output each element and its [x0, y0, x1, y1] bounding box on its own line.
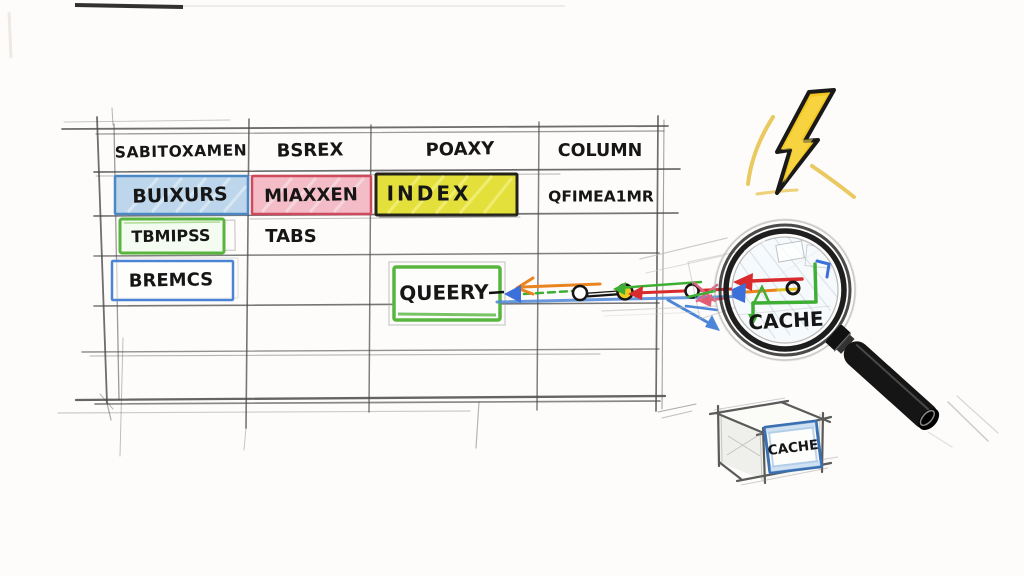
header-cell-3: POAXY [425, 138, 495, 161]
red-arrowhead [628, 286, 643, 300]
glass-red-arrowhead [733, 273, 753, 291]
handle-grip [843, 341, 939, 429]
green-mark [686, 289, 717, 299]
handle-shadow-strokes [927, 395, 999, 448]
glass-orange-line [744, 288, 780, 294]
third-row: BREMCS [110, 257, 239, 302]
glass-green-arrowhead [748, 314, 759, 325]
green-box [118, 217, 226, 255]
magnifier-label: CACHE [748, 307, 824, 335]
handle-end-cap [919, 409, 936, 427]
cache-cube: CACHE [708, 397, 839, 486]
connector-dash [488, 290, 505, 295]
cube-brace-lines [726, 432, 763, 457]
glass-blue-arrowhead [732, 283, 746, 303]
highlight-row: BUIXURS MIAXXEN INDEX QFIMEA1MR [113, 172, 654, 218]
blue-box [110, 259, 235, 302]
red-cell: MIAXXEN [250, 174, 373, 216]
query-box: QUEERY [388, 261, 506, 326]
orange-line [520, 282, 602, 289]
glass-loop-circle [785, 280, 801, 296]
top-edge-mark [74, 3, 184, 9]
projection-sketch-lines [601, 237, 759, 320]
glass-interior: CACHE [732, 237, 838, 339]
glass-green-caret [752, 284, 771, 305]
blue-box-label: BREMCS [129, 269, 214, 291]
second-row: TBMIPSS TABS [118, 217, 317, 255]
pink-arrowhead [698, 294, 712, 307]
header-cell-4: COLUMN [558, 141, 643, 161]
glass-green-path [751, 262, 818, 305]
green-box-label: TBMIPSS [131, 226, 210, 246]
header-cell-2: BSREX [276, 139, 343, 161]
lightning-bolt-icon [746, 88, 856, 199]
blue-mark [684, 304, 719, 312]
tabs-label: TABS [265, 226, 317, 247]
blue-diagonal-line [666, 298, 716, 328]
blue-arrowhead [504, 285, 521, 303]
blue-cell: BUIXURS [113, 174, 250, 216]
lens-highlight [743, 238, 766, 254]
glass-blue-bracket [815, 259, 831, 279]
paper-edge-marks [7, 3, 565, 59]
yellow-cell: INDEX [374, 172, 519, 218]
query-box-label: QUEERY [399, 280, 489, 306]
green-arrow-line [616, 280, 703, 290]
magnifier-rim [723, 228, 847, 352]
green-arrowhead [613, 282, 626, 295]
glass-red-line [748, 277, 804, 283]
cube-label: CACHE [767, 437, 819, 459]
white-node-circle [571, 284, 589, 302]
magnifier-handle [825, 324, 940, 431]
red-cell-label: MIAXXEN [264, 184, 358, 207]
handle-collar [825, 324, 851, 351]
yellow-cell-label: INDEX [387, 182, 472, 206]
magnifier: CACHE [713, 218, 999, 448]
blue-diagonal-arrowhead [705, 315, 720, 331]
header-cell-1: SABITOXAMEN [115, 141, 248, 161]
plain-cell-label: QFIMEA1MR [548, 188, 654, 206]
cube-front-panel: CACHE [763, 419, 823, 475]
table-header-row: SABITOXAMEN BSREX POAXY COLUMN [115, 138, 643, 162]
pencil-detail-rect [775, 240, 805, 263]
blue-cell-label: BUIXURS [132, 183, 228, 207]
